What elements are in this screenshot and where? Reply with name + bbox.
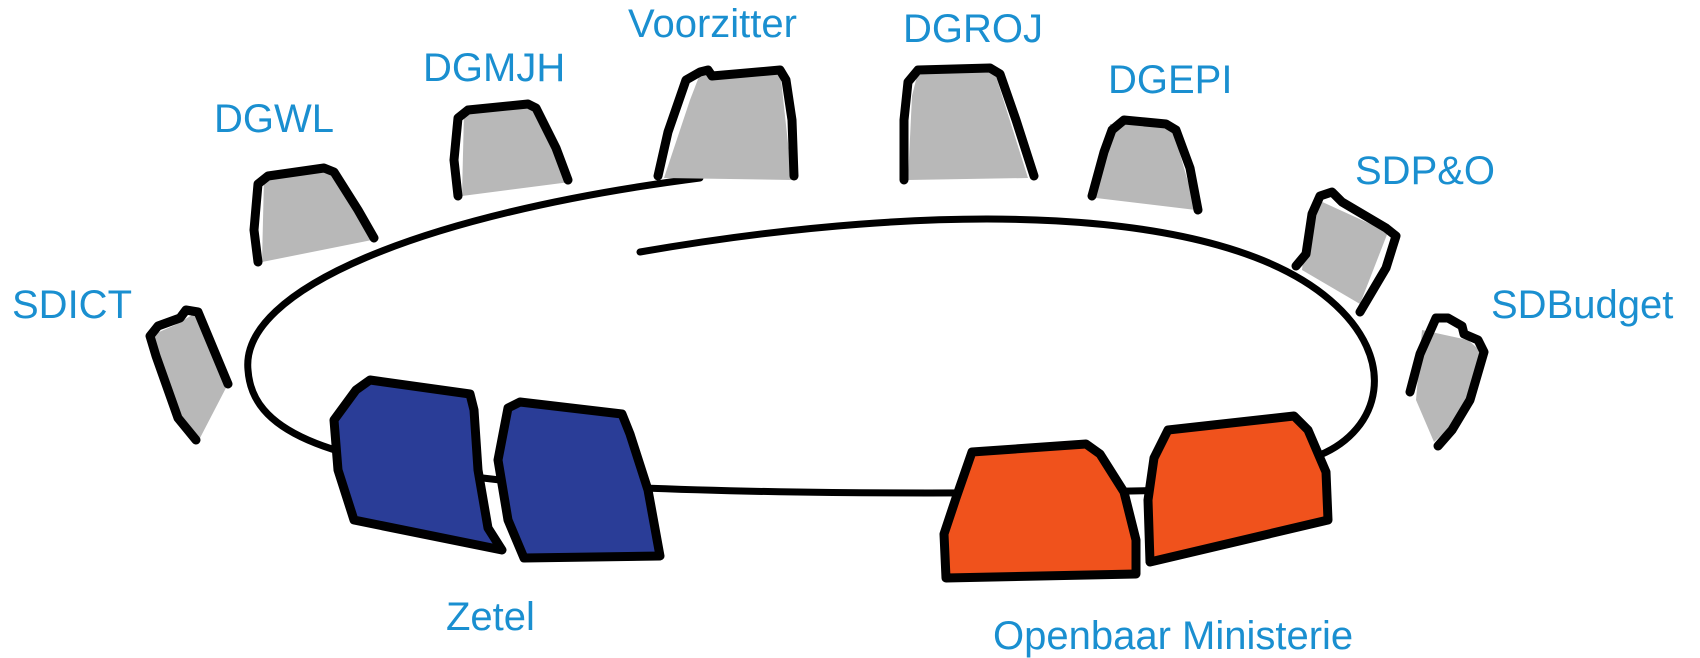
zetel-chairs: [329, 375, 665, 563]
label-dgroj: DGROJ: [903, 7, 1043, 51]
table-outline-left: [244, 174, 1184, 497]
label-dgmjh: DGMJH: [423, 46, 566, 90]
chair-zetel-1: [329, 375, 507, 555]
chair-zetel-2: [493, 397, 665, 563]
label-dgepi: DGEPI: [1108, 58, 1233, 102]
chair-sdict: [145, 305, 233, 445]
chair-om-2: [1143, 411, 1333, 567]
grey-chairs: [145, 63, 1489, 451]
label-dgwl: DGWL: [214, 97, 334, 141]
chair-dgepi: [1087, 115, 1203, 215]
label-zetel: Zetel: [446, 595, 535, 639]
label-openbaar-ministerie: Openbaar Ministerie: [993, 614, 1354, 658]
label-sdpo: SDP&O: [1355, 149, 1496, 193]
chair-dgroj: [899, 63, 1039, 185]
chair-dgwl: [249, 163, 379, 267]
chair-sdpo: [1291, 187, 1401, 317]
label-sdict: SDICT: [12, 283, 132, 327]
label-sdbudget: SDBudget: [1491, 283, 1674, 327]
label-voorzitter: Voorzitter: [628, 2, 797, 46]
chair-sdbudget: [1405, 313, 1489, 451]
chair-voorzitter: [653, 65, 799, 181]
om-chairs: [939, 411, 1333, 583]
chair-om-1: [939, 439, 1141, 583]
chair-dgmjh: [449, 99, 573, 201]
